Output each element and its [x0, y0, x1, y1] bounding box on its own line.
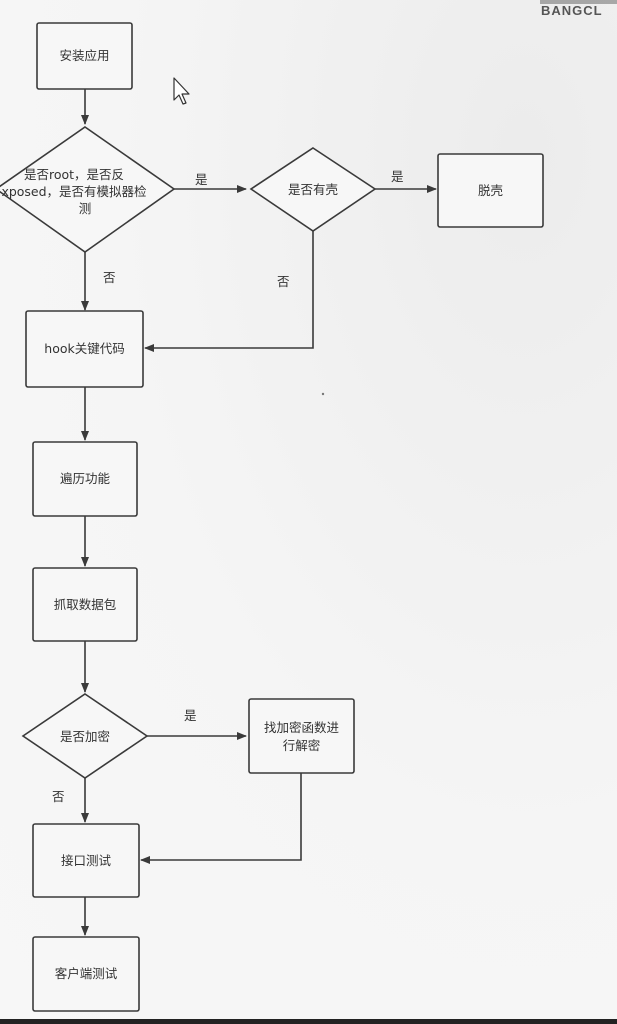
node-api-test-label: 接口测试 — [61, 853, 112, 868]
edge-label-encrypted-yes: 是 — [184, 708, 197, 723]
node-detect-label-line1: 是否root，是否反 — [24, 167, 124, 182]
stray-dot — [321, 392, 325, 396]
node-traverse: 遍历功能 — [32, 441, 138, 517]
edge-label-detect-yes: 是 — [195, 172, 208, 187]
node-shell-label: 是否有壳 — [288, 182, 338, 197]
watermark-logo: BANGCL — [540, 0, 617, 18]
node-hook: hook关键代码 — [25, 310, 144, 388]
node-traverse-label: 遍历功能 — [60, 471, 111, 486]
edges — [81, 89, 437, 936]
edge-label-detect-no: 否 — [103, 270, 116, 285]
node-hook-label: hook关键代码 — [44, 341, 124, 356]
node-capture-label: 抓取数据包 — [54, 597, 117, 612]
node-install-label: 安装应用 — [59, 48, 109, 63]
node-unpack: 脱壳 — [437, 153, 544, 228]
node-detect-label-line2: xposed，是否有模拟器检 — [1, 184, 147, 199]
node-install: 安装应用 — [36, 22, 133, 90]
node-detect-decision: 是否root，是否反 xposed，是否有模拟器检 测 — [0, 126, 176, 253]
edge-label-shell-no: 否 — [277, 274, 290, 289]
node-client-test: 客户端测试 — [32, 936, 140, 1012]
watermark-text: BANGCL — [541, 3, 603, 18]
node-encrypted-label: 是否加密 — [60, 729, 110, 744]
node-encrypted-decision: 是否加密 — [21, 693, 149, 779]
node-detect-label-line3: 测 — [79, 201, 92, 216]
node-capture: 抓取数据包 — [32, 567, 138, 642]
node-decrypt: 找加密函数进 行解密 — [248, 698, 355, 774]
edge-label-shell-yes: 是 — [391, 169, 404, 184]
edge-decrypt-to-api — [140, 773, 302, 864]
node-shell-decision: 是否有壳 — [249, 147, 377, 232]
node-client-test-label: 客户端测试 — [55, 966, 118, 981]
edge-label-encrypted-no: 否 — [52, 789, 65, 804]
node-decrypt-label-line2: 行解密 — [283, 738, 321, 753]
edge-shell-to-hook — [144, 231, 314, 352]
node-api-test: 接口测试 — [32, 823, 140, 898]
mouse-cursor-icon — [173, 77, 190, 105]
edge-labels: 是 否 是 否 是 否 — [52, 169, 404, 804]
node-decrypt-label-line1: 找加密函数进 — [264, 720, 340, 735]
node-unpack-label: 脱壳 — [478, 183, 503, 198]
bottom-edge-bar — [0, 1019, 617, 1024]
